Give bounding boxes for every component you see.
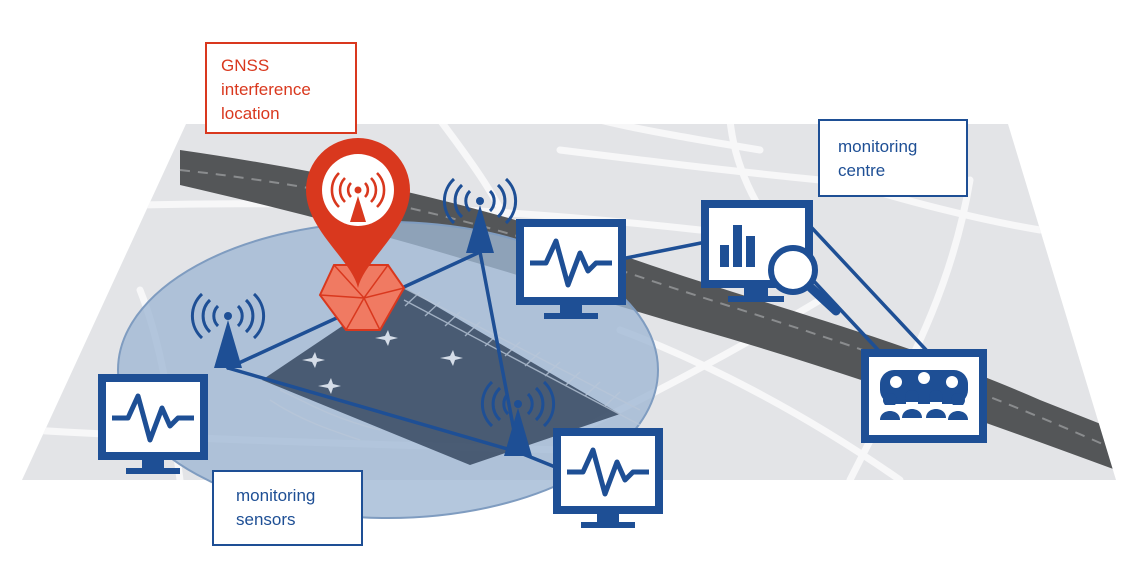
gnss-interference-label: GNSS interference location (205, 42, 357, 134)
link-sensor-1-3 (226, 366, 520, 454)
monitor-waveform-icon-left (98, 374, 208, 474)
link-analytics-operators (810, 226, 930, 354)
monitor-waveform-icon-bottom (553, 428, 663, 528)
link-monitor-analytics (624, 240, 708, 260)
centre-label-line-1: monitoring (838, 137, 918, 156)
operators-team-icon (861, 349, 987, 443)
link-sensor-2-3 (478, 250, 520, 454)
monitor-waveform-icon-top (516, 219, 626, 319)
analytics-monitor-icon (701, 200, 841, 316)
centre-label-line-2: centre (838, 161, 886, 180)
sensors-label-line-2: sensors (236, 510, 296, 529)
gnss-label-line-1: GNSS (221, 56, 270, 75)
monitoring-sensors-label: monitoring sensors (212, 470, 363, 546)
interference-pin-icon (306, 138, 410, 331)
gnss-label-line-3: location (221, 104, 280, 123)
gnss-label-line-2: interference (221, 80, 311, 99)
sensors-label-line-1: monitoring (236, 486, 316, 505)
monitoring-centre-label: monitoring centre (818, 119, 968, 197)
